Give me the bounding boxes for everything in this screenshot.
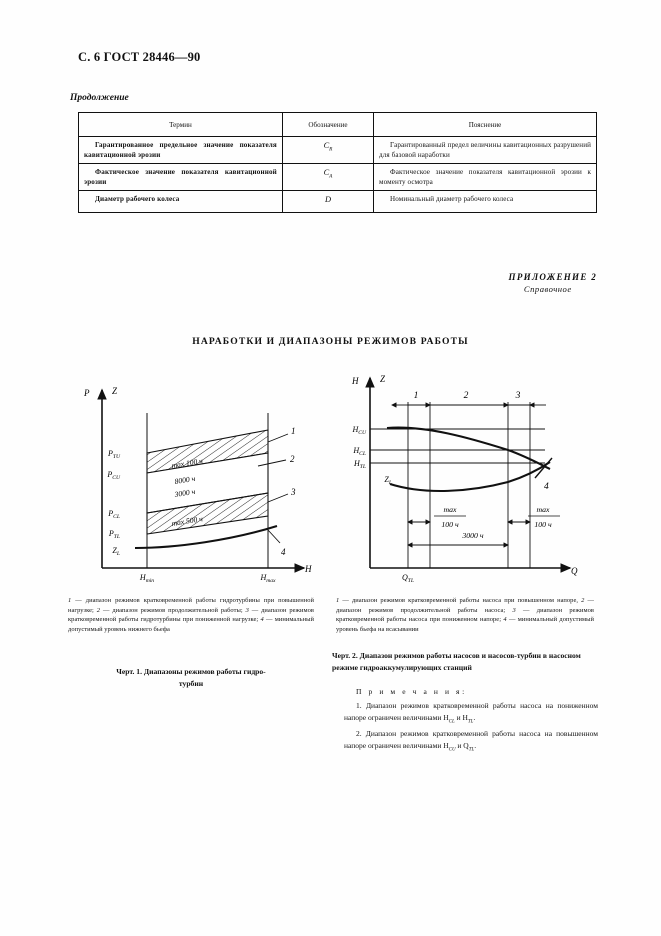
appendix-subtitle: Справочное — [523, 284, 572, 294]
figure-1-caption-line1: Черт. 1. Диапазоны режимов работы гидро- — [116, 667, 266, 676]
tick-hmin: Hmin — [139, 573, 154, 584]
callout-line-2 — [257, 459, 287, 467]
span-label-2: 2 — [464, 391, 469, 401]
curve-head — [386, 426, 551, 470]
note-item: 2. Диапазон режимов кратковременной рабо… — [344, 728, 598, 753]
cell-symbol: CA — [281, 163, 375, 192]
y-axis-right-label: Z — [112, 386, 118, 396]
curve-suction-level — [389, 461, 551, 493]
callout-3: 3 — [290, 487, 296, 497]
figure-1-caption: Черт. 1. Диапазоны режимов работы гидро-… — [68, 666, 314, 689]
label-right-hours: 100 ч — [534, 520, 552, 529]
callout-line-4 — [534, 457, 553, 479]
y-axis-left-label: P — [83, 388, 90, 398]
table-header-row: Термин Обозначение Пояснение — [78, 111, 597, 138]
tick-pcu: PCU — [106, 470, 121, 481]
tick-hmax: Hmax — [259, 573, 276, 584]
tick-htl: HTL — [353, 459, 366, 470]
cell-explanation: Номинальный диаметр рабочего колеса — [373, 190, 597, 213]
tick-ptu: PTU — [107, 449, 121, 460]
table-row: Диаметр рабочего колеса D Номинальный ди… — [78, 190, 597, 213]
symbol-subscript: A — [329, 173, 333, 180]
tick-zl: ZL — [384, 475, 392, 486]
cell-term: Гарантированное предельное значение пока… — [78, 136, 283, 165]
callout-4: 4 — [544, 482, 549, 492]
notes-title: П р и м е ч а н и я: — [356, 687, 467, 696]
figure-2-chart: H Z Q 1 2 3 4 HCU HCL HTL ZL — [351, 374, 578, 584]
tick-zl: ZL — [112, 546, 120, 557]
band-max-500h — [146, 492, 269, 535]
column-header-term: Термин — [78, 111, 283, 138]
x-axis-label: H — [304, 564, 312, 574]
symbol-base: C — [323, 168, 330, 178]
section-title: НАРАБОТКИ И ДИАПАЗОНЫ РЕЖИМОВ РАБОТЫ — [192, 336, 469, 347]
callout-4: 4 — [281, 547, 286, 557]
callout-2: 2 — [290, 454, 295, 464]
cell-term: Фактическое значение показателя кавитаци… — [78, 163, 283, 192]
callout-1: 1 — [291, 426, 296, 436]
page-header: С. 6 ГОСТ 28446—90 — [78, 50, 201, 64]
column-header-symbol: Обозначение — [281, 111, 375, 138]
y-axis-right-label: Z — [380, 374, 386, 384]
label-left-max: max — [444, 505, 458, 514]
cell-term: Диаметр рабочего колеса — [78, 190, 283, 213]
cell-symbol: D — [281, 190, 375, 213]
terms-table: Термин Обозначение Пояснение Гарантирова… — [78, 111, 597, 213]
column-header-explanation: Пояснение — [373, 111, 597, 138]
span-label-1: 1 — [414, 391, 419, 401]
label-band-3000: 3000 ч — [173, 487, 196, 499]
notes-block: П р и м е ч а н и я: 1. Диапазон режимов… — [344, 686, 598, 755]
tick-qtl: QTL — [402, 573, 414, 584]
symbol-base: C — [323, 141, 330, 151]
figure-2-legend: 1 — диапазон режимов кратковременной раб… — [336, 597, 595, 634]
x-axis-label: Q — [571, 566, 578, 576]
label-right-max: max — [537, 505, 551, 514]
symbol-subscript: R — [329, 146, 333, 153]
callout-line-1 — [267, 433, 289, 443]
tick-hcu: HCU — [351, 425, 367, 436]
appendix-heading: ПРИЛОЖЕНИЕ 2 Справочное — [509, 272, 597, 294]
callout-line-3 — [267, 493, 289, 503]
figure-1-caption-line2: турбин — [178, 678, 204, 688]
symbol-base: D — [324, 195, 331, 205]
figure-1-chart: P Z H PTU PCU PCL PTL ZL Hmin Hmax max 1… — [83, 386, 312, 584]
span-label-3: 3 — [515, 391, 521, 401]
y-tick-labels: PTU PCU PCL PTL ZL — [106, 449, 121, 557]
y-tick-labels: HCU HCL HTL ZL — [351, 425, 392, 486]
note-item: 1. Диапазон режимов кратковременной рабо… — [344, 701, 598, 725]
appendix-title: ПРИЛОЖЕНИЕ 2 — [508, 272, 597, 282]
tick-hcl: HCL — [352, 446, 366, 457]
table-row: Фактическое значение показателя кавитаци… — [78, 163, 597, 192]
label-middle-hours: 3000 ч — [461, 531, 484, 540]
callout-line-4 — [267, 529, 281, 544]
cell-explanation: Фактическое значение показателя кавитаци… — [373, 163, 597, 192]
label-left-hours: 100 ч — [441, 520, 459, 529]
cell-explanation: Гарантированный предел величины кавитаци… — [373, 136, 597, 165]
curve-tailwater-level — [134, 525, 278, 549]
cell-symbol: CR — [281, 136, 375, 165]
label-band-8000: 8000 ч — [174, 474, 196, 486]
continued-label: Продолжение — [70, 93, 129, 103]
tick-pcl: PCL — [107, 509, 120, 520]
figure-2-caption: Черт. 2. Диапазон режимов работы насосов… — [332, 651, 581, 672]
tick-ptl: PTL — [108, 529, 120, 540]
table-row: Гарантированное предельное значение пока… — [78, 136, 597, 165]
y-axis-left-label: H — [351, 376, 359, 386]
figure-1-legend: 1 — диапазон режимов кратковременной раб… — [68, 597, 315, 634]
